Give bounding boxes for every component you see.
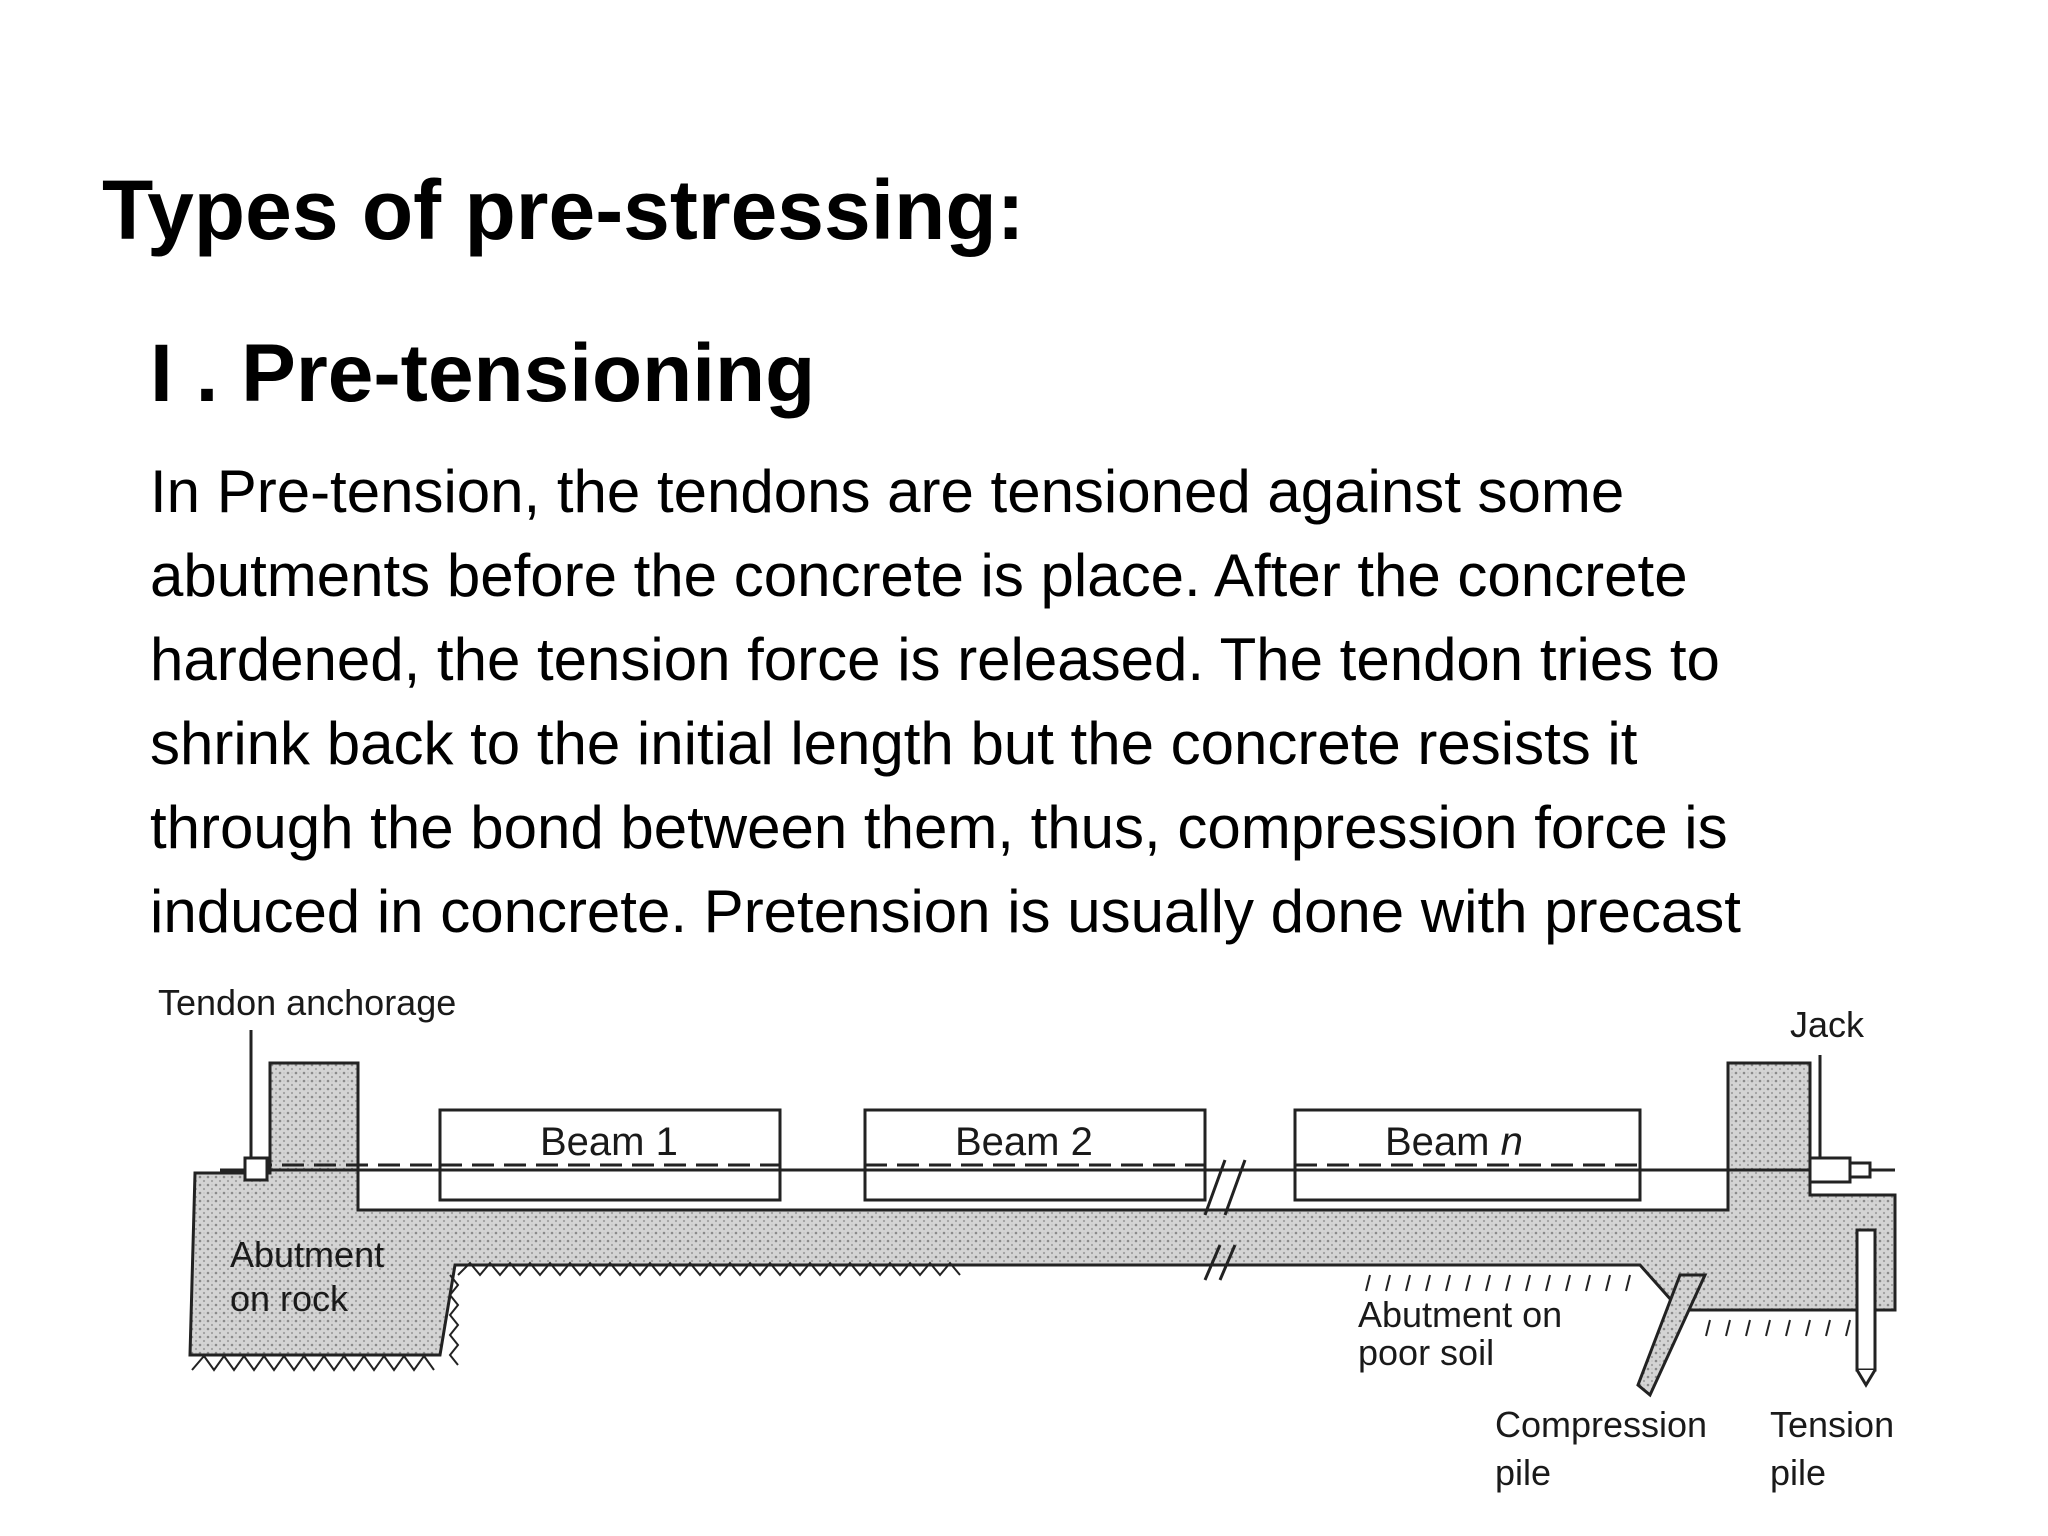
compression-pile <box>1636 1273 1708 1398</box>
tendon-anchorage-label: Tendon anchorage <box>158 982 456 1023</box>
abutment-rock-label-2: on rock <box>230 1278 349 1319</box>
diagram-svg: Tendon anchorage Jack Beam 1 Beam 2 Beam… <box>158 982 1897 1493</box>
casting-bed <box>188 1061 1897 1357</box>
body-line: induced in concrete. Pretension is usual… <box>150 878 1741 945</box>
tension-pile <box>1855 1228 1877 1372</box>
abutment-soil-label-2: poor soil <box>1358 1332 1494 1373</box>
abutment-soil-label-1: Abutment on <box>1358 1294 1562 1335</box>
abutment-rock-label-1: Abutment <box>230 1234 384 1275</box>
tension-pile-label-2: pile <box>1770 1452 1826 1493</box>
body-line: through the bond between them, thus, com… <box>150 794 1728 861</box>
body-line: shrink back to the initial length but th… <box>150 710 1638 777</box>
beam-n <box>1293 1108 1642 1202</box>
body-line: hardened, the tension force is released.… <box>150 626 1720 693</box>
jack-label: Jack <box>1790 1004 1865 1045</box>
beam-n-prefix: Beam <box>1385 1120 1501 1164</box>
pretensioning-diagram: Tendon anchorage Jack Beam 1 Beam 2 Beam… <box>150 975 1940 1520</box>
beam-2 <box>863 1108 1207 1202</box>
beam-n-suffix: n <box>1501 1120 1523 1164</box>
tension-pile-label-1: Tension <box>1770 1404 1894 1445</box>
compression-pile-label-1: Compression <box>1495 1404 1707 1445</box>
beam-2-label: Beam 2 <box>955 1120 1093 1164</box>
tendon-anchorage-block <box>243 1156 269 1182</box>
beam-1-label: Beam 1 <box>540 1120 678 1164</box>
beam-n-label: Beam n <box>1385 1120 1523 1164</box>
beam-1 <box>438 1108 782 1202</box>
rock-hatching <box>191 1261 961 1372</box>
slide-title: Types of pre-stressing: <box>102 163 1025 257</box>
body-line: abutments before the concrete is place. … <box>150 542 1688 609</box>
body-paragraph: In Pre-tension, the tendons are tensione… <box>150 450 1970 954</box>
section-heading: I . Pre-tensioning <box>150 328 816 419</box>
jack-icon <box>1808 1055 1872 1184</box>
compression-pile-label-2: pile <box>1495 1452 1551 1493</box>
body-line: In Pre-tension, the tendons are tensione… <box>150 458 1625 525</box>
